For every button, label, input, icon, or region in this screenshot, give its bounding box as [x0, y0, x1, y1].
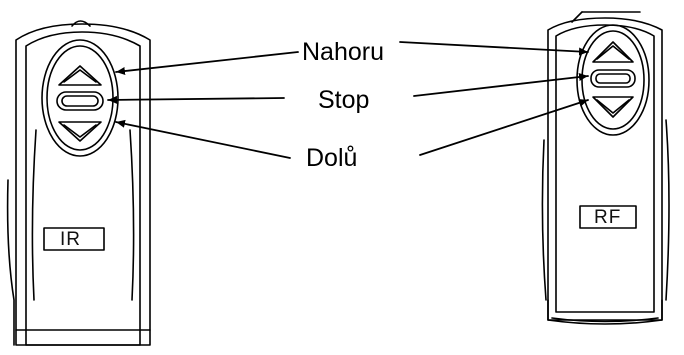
rf-tag-label: RF: [594, 207, 622, 228]
ir-remote-left-groove: [6, 179, 15, 346]
arrow-stop-to-rf: [413, 73, 589, 97]
rf-remote: [541, 11, 670, 325]
triangle-up-icon: [58, 65, 102, 86]
rf-remote-right-groove: [665, 119, 670, 301]
ir-remote: [6, 20, 151, 346]
ir-button-pad: [41, 39, 119, 157]
arrow-up-to-ir: [115, 51, 299, 75]
ir-remote-top-bump: [71, 20, 91, 27]
label-up: Nahoru: [302, 38, 384, 66]
arrow-stop-to-ir: [107, 95, 285, 104]
triangle-down-icon: [58, 121, 102, 142]
rf-tag-box: [579, 205, 637, 229]
rf-remote-bottom-cap: [547, 299, 663, 325]
rf-down-button[interactable]: [592, 96, 634, 118]
rf-remote-inner-outline: [555, 24, 655, 313]
rf-remote-top-seam: [571, 11, 583, 23]
ir-down-button[interactable]: [58, 121, 102, 142]
ir-remote-right-groove-inner: [129, 129, 135, 301]
label-down: Dolů: [306, 144, 358, 172]
triangle-down-icon: [592, 96, 634, 118]
rf-remote-left-groove: [541, 139, 547, 301]
ir-remote-left-groove-inner: [31, 129, 37, 301]
rf-remote-outer-body: [547, 17, 663, 321]
rounded-bar-icon: [56, 91, 104, 111]
rf-button-pad: [576, 24, 650, 136]
label-stop: Stop: [318, 86, 370, 114]
leader-arrows: [107, 41, 589, 159]
rounded-bar-icon: [590, 69, 636, 88]
arrow-down-to-ir: [115, 119, 291, 159]
arrow-down-to-rf: [419, 98, 589, 156]
ir-stop-button[interactable]: [56, 91, 104, 111]
ir-up-button[interactable]: [58, 65, 102, 86]
rf-stop-button[interactable]: [590, 69, 636, 88]
triangle-up-icon: [592, 41, 634, 63]
ir-remote-inner-outline: [25, 31, 141, 346]
ir-tag-box: [43, 227, 105, 251]
ir-tag-label: IR: [60, 229, 81, 250]
arrow-up-to-rf: [399, 41, 589, 56]
rf-up-button[interactable]: [592, 41, 634, 63]
